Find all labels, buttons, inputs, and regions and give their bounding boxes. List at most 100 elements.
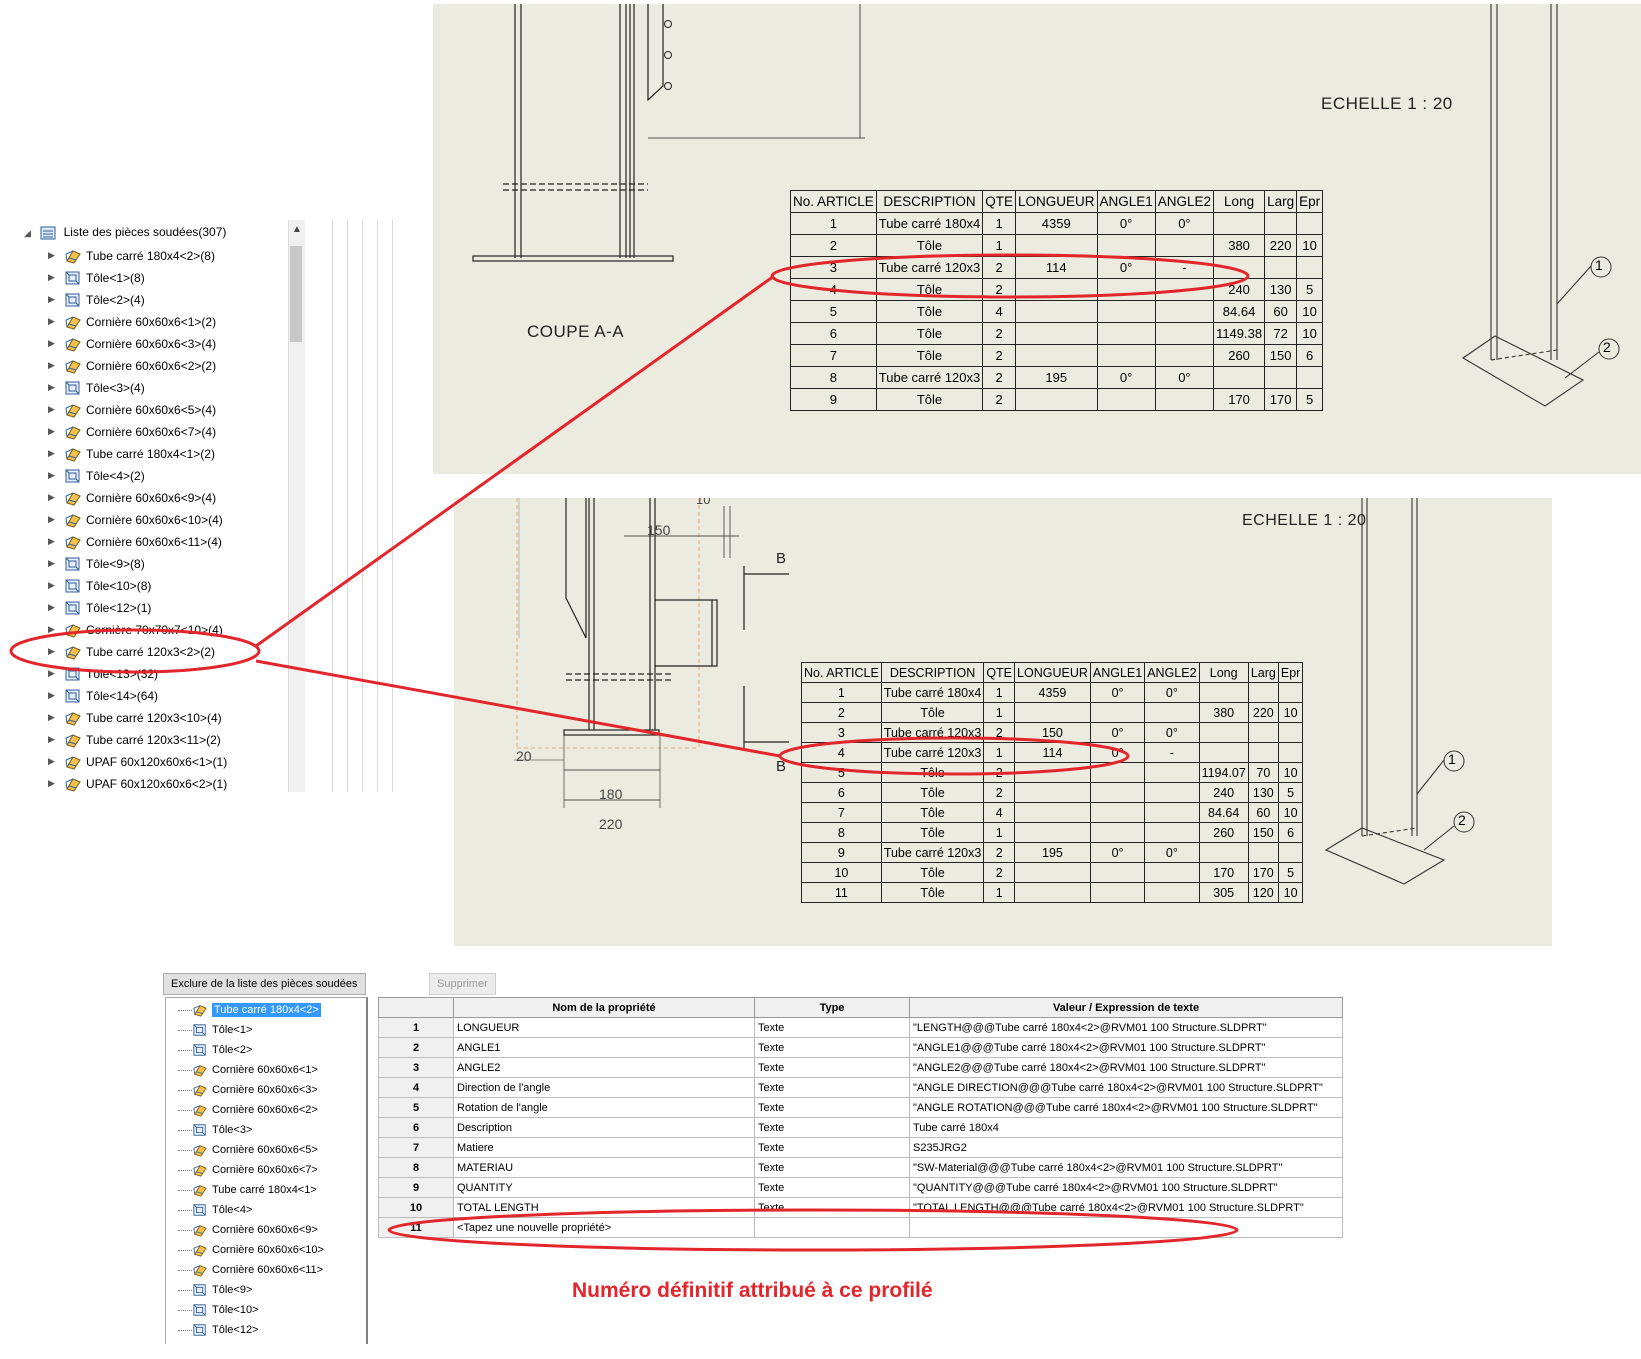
properties-tree-item[interactable]: Tôle<10> — [174, 1300, 324, 1320]
expand-arrow-icon[interactable]: ▶ — [48, 470, 55, 480]
properties-tree-item[interactable]: Cornière 60x60x6<5> — [174, 1140, 324, 1160]
tree-root[interactable]: ◢ Liste des pièces soudées(307) — [24, 222, 226, 242]
property-cell[interactable]: Matiere — [453, 1137, 755, 1158]
property-cell[interactable]: "TOTAL LENGTH@@@Tube carré 180x4<2>@RVM0… — [909, 1197, 1343, 1218]
properties-tree-item[interactable]: Tôle<4> — [174, 1200, 324, 1220]
expand-arrow-icon[interactable]: ▶ — [48, 756, 55, 766]
property-cell[interactable]: Rotation de l'angle — [453, 1097, 755, 1118]
tree-item[interactable]: ▶ Cornière 60x60x6<5>(4) — [18, 398, 227, 420]
expand-arrow-icon[interactable]: ▶ — [48, 580, 55, 590]
property-cell[interactable]: Texte — [754, 1197, 910, 1218]
properties-tree-item[interactable]: Tôle<1> — [174, 1020, 324, 1040]
properties-tree-item[interactable]: Tôle<12> — [174, 1320, 324, 1340]
expand-arrow-icon[interactable]: ▶ — [48, 448, 55, 458]
expand-arrow-icon[interactable]: ▶ — [48, 668, 55, 678]
expand-arrow-icon[interactable]: ▶ — [48, 404, 55, 414]
properties-tree-item[interactable]: Tôle<2> — [174, 1040, 324, 1060]
property-cell[interactable]: Texte — [754, 1097, 910, 1118]
property-cell[interactable]: S235JRG2 — [909, 1137, 1343, 1158]
expand-arrow-icon[interactable]: ▶ — [48, 558, 55, 568]
tree-item[interactable]: ▶ UPAF 60x120x60x6<2>(1) — [18, 772, 227, 792]
tree-item[interactable]: ▶ Tôle<2>(4) — [18, 288, 227, 310]
properties-tree-item[interactable]: Cornière 60x60x6<3> — [174, 1080, 324, 1100]
property-cell[interactable]: Texte — [754, 1137, 910, 1158]
scroll-up-icon[interactable]: ▲ — [292, 224, 302, 235]
expand-arrow-icon[interactable]: ▶ — [48, 624, 55, 634]
properties-tree-item[interactable]: Tube carré 180x4<2> — [174, 1000, 324, 1020]
property-cell[interactable]: "ANGLE1@@@Tube carré 180x4<2>@RVM01 100 … — [909, 1037, 1343, 1058]
collapse-arrow-icon[interactable]: ◢ — [24, 228, 31, 238]
property-cell[interactable]: Texte — [754, 1157, 910, 1178]
expand-arrow-icon[interactable]: ▶ — [48, 316, 55, 326]
expand-arrow-icon[interactable]: ▶ — [48, 272, 55, 282]
expand-arrow-icon[interactable]: ▶ — [48, 382, 55, 392]
expand-arrow-icon[interactable]: ▶ — [48, 492, 55, 502]
property-cell[interactable] — [754, 1217, 910, 1238]
property-cell[interactable]: Texte — [754, 1077, 910, 1098]
expand-arrow-icon[interactable]: ▶ — [48, 778, 55, 788]
tree-scrollbar-thumb[interactable] — [290, 246, 302, 342]
tree-item[interactable]: ▶ Cornière 60x60x6<2>(2) — [18, 354, 227, 376]
tree-item[interactable]: ▶ Cornière 70x70x7<10>(4) — [18, 618, 227, 640]
tree-item[interactable]: ▶ Cornière 60x60x6<9>(4) — [18, 486, 227, 508]
properties-tree-item[interactable]: Cornière 60x60x6<10> — [174, 1240, 324, 1260]
property-cell[interactable]: Texte — [754, 1057, 910, 1078]
tree-item[interactable]: ▶ Tôle<10>(8) — [18, 574, 227, 596]
tree-item[interactable]: ▶ Tube carré 180x4<2>(8) — [18, 244, 227, 266]
expand-arrow-icon[interactable]: ▶ — [48, 646, 55, 656]
property-cell[interactable] — [909, 1217, 1343, 1238]
tree-item[interactable]: ▶ Tôle<13>(32) — [18, 662, 227, 684]
tree-item[interactable]: ▶ UPAF 60x120x60x6<1>(1) — [18, 750, 227, 772]
property-cell[interactable]: <Tapez une nouvelle propriété> — [453, 1217, 755, 1238]
properties-tree-item[interactable]: Cornière 60x60x6<11> — [174, 1260, 324, 1280]
property-cell[interactable]: "QUANTITY@@@Tube carré 180x4<2>@RVM01 10… — [909, 1177, 1343, 1198]
expand-arrow-icon[interactable]: ▶ — [48, 426, 55, 436]
property-cell[interactable]: Description — [453, 1117, 755, 1138]
tree-item[interactable]: ▶ Tube carré 120x3<2>(2) — [18, 640, 227, 662]
properties-tree-item[interactable]: Tôle<9> — [174, 1280, 324, 1300]
property-cell[interactable]: "ANGLE2@@@Tube carré 180x4<2>@RVM01 100 … — [909, 1057, 1343, 1078]
expand-arrow-icon[interactable]: ▶ — [48, 250, 55, 260]
property-cell[interactable]: Texte — [754, 1177, 910, 1198]
properties-tree-item[interactable]: Cornière 60x60x6<1> — [174, 1060, 324, 1080]
expand-arrow-icon[interactable]: ▶ — [48, 338, 55, 348]
property-cell[interactable]: "ANGLE ROTATION@@@Tube carré 180x4<2>@RV… — [909, 1097, 1343, 1118]
tree-item[interactable]: ▶ Tube carré 120x3<10>(4) — [18, 706, 227, 728]
property-cell[interactable]: Texte — [754, 1017, 910, 1038]
properties-tree-item[interactable]: Cornière 60x60x6<2> — [174, 1100, 324, 1120]
properties-tree-item[interactable]: Tube carré 180x4<1> — [174, 1180, 324, 1200]
tree-item[interactable]: ▶ Cornière 60x60x6<3>(4) — [18, 332, 227, 354]
tree-item[interactable]: ▶ Tôle<1>(8) — [18, 266, 227, 288]
delete-button[interactable]: Supprimer — [429, 973, 496, 995]
property-cell[interactable]: ANGLE2 — [453, 1057, 755, 1078]
expand-arrow-icon[interactable]: ▶ — [48, 712, 55, 722]
tree-item[interactable]: ▶ Tube carré 180x4<1>(2) — [18, 442, 227, 464]
property-cell[interactable]: "SW-Material@@@Tube carré 180x4<2>@RVM01… — [909, 1157, 1343, 1178]
tree-item[interactable]: ▶ Tôle<14>(64) — [18, 684, 227, 706]
property-cell[interactable]: TOTAL LENGTH — [453, 1197, 755, 1218]
